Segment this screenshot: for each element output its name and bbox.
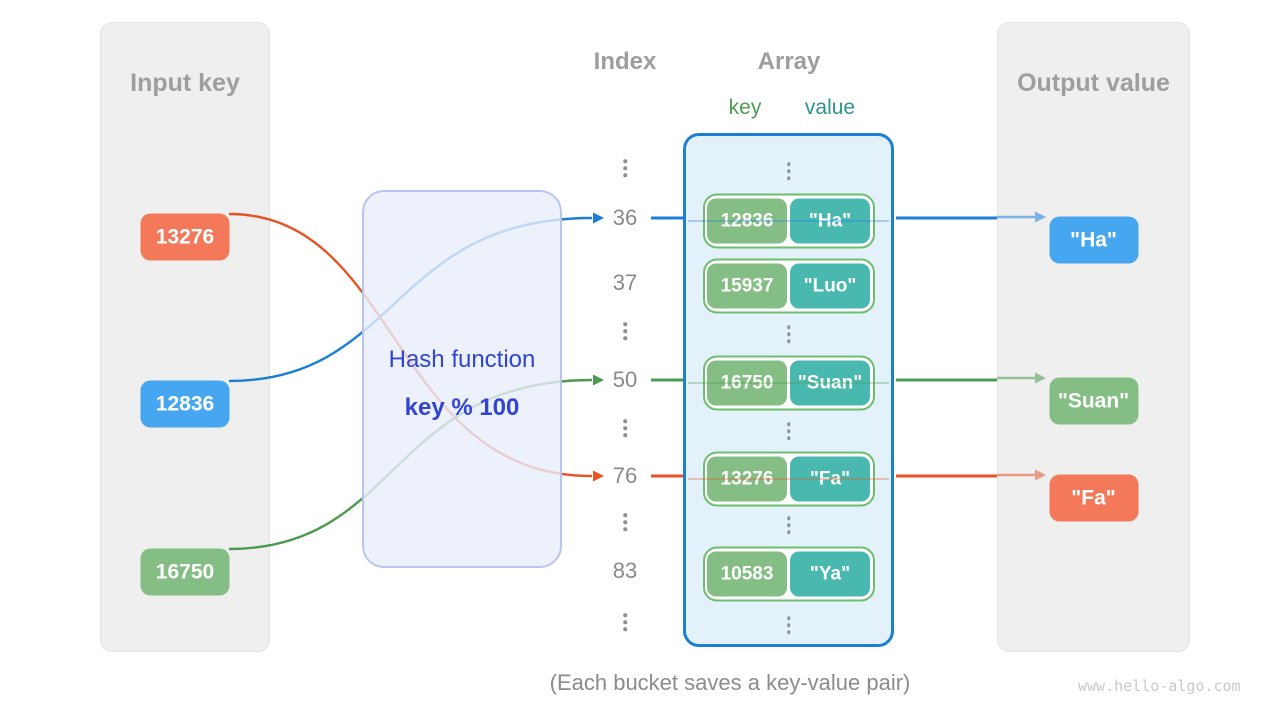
ellipsis-dot	[623, 336, 627, 340]
input-key-box: 13276	[140, 213, 230, 261]
input-panel-title: Input key	[130, 69, 240, 97]
ellipsis-dot	[623, 620, 627, 624]
ellipsis-dot	[623, 527, 627, 531]
array-container: 12836"Ha"15937"Luo"16750"Suan"13276"Fa"1…	[683, 133, 894, 647]
index-ellipsis	[623, 159, 627, 177]
output-value-box: "Fa"	[1049, 474, 1138, 522]
bucket-row: 16750"Suan"	[702, 355, 875, 411]
ellipsis	[623, 613, 627, 631]
faint-row-line	[688, 381, 889, 384]
ellipsis-dot	[786, 516, 791, 520]
array-ellipsis	[786, 616, 791, 634]
output-value-box: "Suan"	[1049, 377, 1138, 425]
ellipsis	[786, 422, 791, 440]
bucket-row: 15937"Luo"	[702, 258, 875, 314]
index-ellipsis	[623, 513, 627, 531]
ellipsis	[623, 513, 627, 531]
ellipsis-dot	[786, 176, 791, 180]
diagram-caption: (Each bucket saves a key-value pair)	[549, 670, 911, 695]
ellipsis	[786, 516, 791, 534]
array-column-header: Array	[757, 48, 821, 75]
ellipsis-dot	[786, 429, 791, 433]
index-number: 50	[612, 367, 638, 392]
ellipsis	[623, 419, 627, 437]
ellipsis-dot	[786, 623, 791, 627]
ellipsis-dot	[623, 627, 627, 631]
bucket-value: "Suan"	[790, 360, 870, 406]
ellipsis-dot	[786, 422, 791, 426]
ellipsis	[786, 325, 791, 343]
output-panel-title: Output value	[1017, 69, 1170, 97]
array-ellipsis	[786, 325, 791, 343]
bucket-row: 12836"Ha"	[702, 193, 875, 249]
ellipsis-dot	[623, 433, 627, 437]
input-key-box: 16750	[140, 548, 230, 596]
input-key-box: 12836	[140, 380, 230, 428]
bucket-value: "Fa"	[790, 456, 870, 502]
output-value-box: "Ha"	[1049, 216, 1138, 264]
ellipsis-dot	[623, 513, 627, 517]
ellipsis-dot	[786, 436, 791, 440]
ellipsis-dot	[623, 159, 627, 163]
ellipsis-dot	[786, 169, 791, 173]
ellipsis-dot	[786, 523, 791, 527]
index-number: 83	[612, 558, 638, 583]
index-ellipsis	[623, 322, 627, 340]
ellipsis-dot	[623, 322, 627, 326]
ellipsis-dot	[786, 325, 791, 329]
array-ellipsis	[786, 162, 791, 180]
bucket-value: "Ya"	[790, 551, 870, 597]
ellipsis-dot	[786, 530, 791, 534]
ellipsis	[623, 322, 627, 340]
ellipsis-dot	[623, 426, 627, 430]
hash-function-formula: key % 100	[404, 394, 520, 421]
ellipsis-dot	[786, 616, 791, 620]
ellipsis-dot	[786, 332, 791, 336]
bucket-key: 10583	[707, 551, 787, 597]
ellipsis-dot	[623, 166, 627, 170]
ellipsis-dot	[623, 419, 627, 423]
ellipsis	[786, 616, 791, 634]
bucket-row: 10583"Ya"	[702, 546, 875, 602]
bucket-key: 15937	[707, 263, 787, 309]
ellipsis-dot	[623, 173, 627, 177]
ellipsis-dot	[786, 162, 791, 166]
ellipsis-dot	[623, 329, 627, 333]
hash-function-title: Hash function	[388, 346, 536, 373]
index-number: 76	[612, 463, 638, 488]
bucket-value: "Ha"	[790, 198, 870, 244]
bucket-row: 13276"Fa"	[702, 451, 875, 507]
faint-row-line	[688, 477, 889, 480]
ellipsis	[786, 162, 791, 180]
array-ellipsis	[786, 422, 791, 440]
watermark: www.hello-algo.com	[1078, 677, 1241, 695]
key-subheader: key	[728, 96, 762, 119]
bucket-value: "Luo"	[790, 263, 870, 309]
input-key-panel: Input key 13276 12836 16750	[100, 22, 270, 652]
bucket-key: 13276	[707, 456, 787, 502]
value-subheader: value	[804, 96, 856, 119]
array-ellipsis	[786, 516, 791, 534]
ellipsis-dot	[623, 613, 627, 617]
ellipsis-dot	[786, 630, 791, 634]
faint-row-line	[688, 219, 889, 222]
ellipsis-dot	[623, 520, 627, 524]
bucket-key: 12836	[707, 198, 787, 244]
index-ellipsis	[623, 613, 627, 631]
ellipsis-dot	[786, 339, 791, 343]
output-value-panel: Output value "Ha" "Suan" "Fa"	[997, 22, 1190, 652]
ellipsis	[623, 159, 627, 177]
index-column-header: Index	[593, 48, 657, 75]
index-number: 36	[612, 205, 638, 230]
index-ellipsis	[623, 419, 627, 437]
hash-function-box: Hash function key % 100	[362, 190, 562, 568]
index-number: 37	[612, 270, 638, 295]
bucket-key: 16750	[707, 360, 787, 406]
